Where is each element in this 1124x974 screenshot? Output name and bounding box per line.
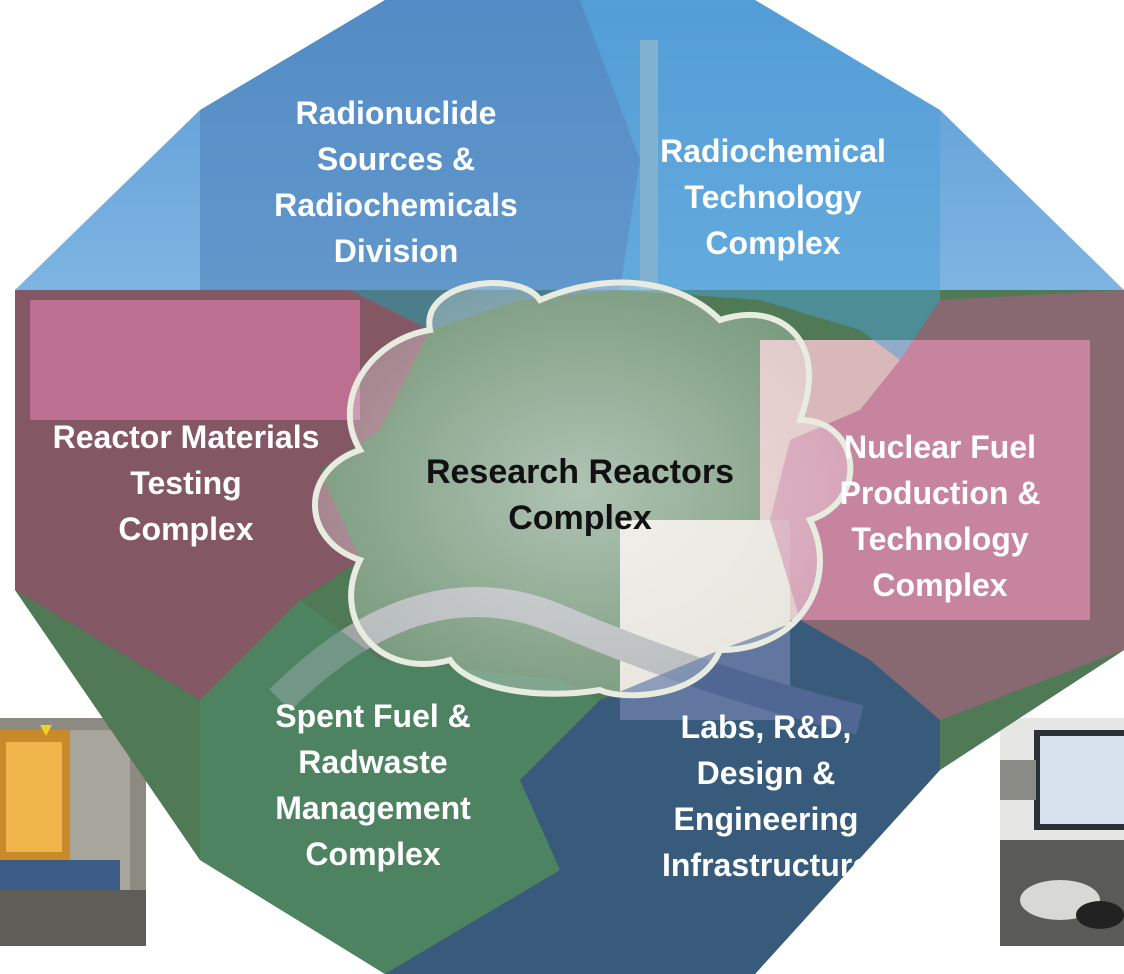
label-line: Radiochemicals bbox=[274, 187, 518, 223]
label-line: Complex bbox=[305, 836, 440, 872]
segment-radiochemical[interactable] bbox=[580, 0, 940, 360]
label-line: Testing bbox=[130, 465, 241, 501]
segment-reactor-materials[interactable] bbox=[15, 290, 430, 700]
label-line: Technology bbox=[851, 521, 1028, 557]
segment-radionuclide[interactable] bbox=[200, 0, 640, 330]
label-line: Radwaste bbox=[298, 744, 447, 780]
label-line: Reactor Materials bbox=[53, 419, 320, 455]
segment-labs[interactable] bbox=[385, 620, 940, 974]
segment-research-reactors[interactable] bbox=[312, 279, 854, 699]
label-line: Management bbox=[275, 790, 471, 826]
label-line: Technology bbox=[684, 179, 861, 215]
label-line: Sources & bbox=[317, 141, 475, 177]
label-line: Complex bbox=[872, 567, 1007, 603]
label-line: Infrastructure bbox=[662, 847, 870, 883]
segment-nuclear-fuel[interactable] bbox=[770, 290, 1124, 720]
hot-cell-photo bbox=[0, 718, 146, 946]
label-line: Complex bbox=[118, 511, 253, 547]
label-line: Labs, R&D, bbox=[681, 709, 852, 745]
segment-spent-fuel[interactable] bbox=[200, 600, 600, 974]
label-line: Complex bbox=[508, 499, 652, 537]
label-line: Research Reactors bbox=[426, 453, 734, 491]
label-line: Spent Fuel & bbox=[275, 698, 471, 734]
label-line: Radionuclide bbox=[296, 95, 497, 131]
label-line: Engineering bbox=[674, 801, 859, 837]
label-line: Division bbox=[334, 233, 458, 269]
label-line: Complex bbox=[705, 225, 840, 261]
lab-equipment-photo bbox=[1000, 718, 1124, 946]
label-line: Design & bbox=[697, 755, 836, 791]
label-line: Radiochemical bbox=[660, 133, 886, 169]
label-line: Production & bbox=[840, 475, 1041, 511]
label-line: Nuclear Fuel bbox=[844, 429, 1036, 465]
